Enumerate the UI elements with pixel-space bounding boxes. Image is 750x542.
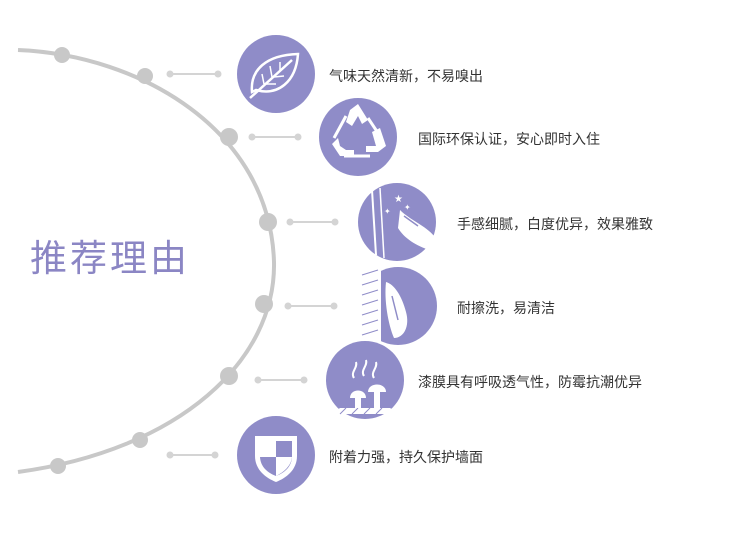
connector [166, 70, 222, 78]
arc-node [137, 68, 153, 84]
connector [166, 451, 219, 459]
feature-text-texture: 手感细腻，白度优异，效果雅致 [457, 217, 653, 233]
svg-text:★: ★ [394, 194, 403, 205]
arc-node [54, 47, 70, 63]
connector [248, 133, 302, 141]
arc-node [50, 458, 66, 474]
svg-text:✦: ✦ [384, 207, 391, 216]
feature-text-breathable: 漆膜具有呼吸透气性，防霉抗潮优异 [418, 375, 642, 391]
arc-node [132, 432, 148, 448]
page-title: 推荐理由 [30, 237, 190, 280]
breathing-mushroom-icon [326, 341, 404, 419]
feature-text-natural: 气味天然清新，不易嗅出 [329, 69, 483, 85]
connector [286, 218, 339, 226]
feature-text-adhesion: 附着力强，持久保护墙面 [329, 450, 483, 466]
shield-icon [237, 416, 315, 494]
svg-text:✦: ✦ [404, 203, 411, 212]
hand-wipe-wall-icon [359, 267, 437, 345]
arc-line [17, 48, 277, 474]
leaf-icon [237, 35, 315, 113]
arc-node [220, 367, 238, 385]
feature-text-certified: 国际环保认证，安心即时入住 [418, 132, 600, 148]
hand-touch-wall-icon: ★ ✦ ✦ [358, 183, 436, 261]
recycle-icon [319, 98, 397, 176]
feature-text-washable: 耐擦洗，易清洁 [457, 301, 555, 317]
arc-node [220, 128, 238, 146]
connector [254, 376, 308, 384]
arc-node [255, 295, 273, 313]
arc-node [259, 213, 277, 231]
connector [284, 302, 338, 310]
